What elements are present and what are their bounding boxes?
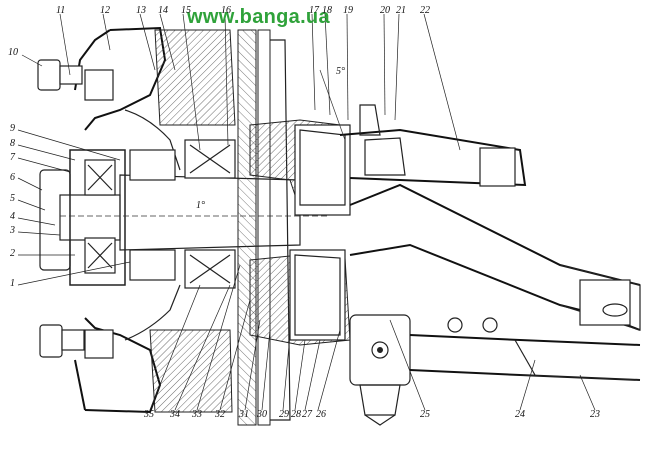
wheel-hub-drum — [74, 26, 236, 414]
callout-7: 7 — [10, 152, 15, 163]
callout-4: 4 — [10, 211, 15, 222]
callout-17: 17 — [309, 5, 319, 16]
callout-23: 23 — [590, 409, 600, 420]
callout-29: 29 — [279, 409, 289, 420]
callout-13: 13 — [136, 5, 146, 16]
callout-32: 32 — [215, 409, 225, 420]
watermark-text: www.banga.ua — [187, 6, 330, 28]
callout-24: 24 — [515, 409, 525, 420]
callout-21: 21 — [396, 5, 406, 16]
tie-rod — [409, 334, 641, 381]
callout-9: 9 — [10, 123, 15, 134]
callout-10: 10 — [8, 47, 18, 58]
callout-20: 20 — [380, 5, 390, 16]
steering-arm — [319, 69, 527, 187]
callout-6: 6 — [10, 172, 15, 183]
callout-8: 8 — [10, 138, 15, 149]
angle-label-hub: 1° — [196, 200, 205, 211]
callout-2: 2 — [10, 248, 15, 259]
brake-shield — [237, 29, 291, 426]
callout-15: 15 — [181, 5, 191, 16]
callout-16: 16 — [221, 5, 231, 16]
callout-35: 35 — [144, 409, 154, 420]
hub-and-axle-shaft — [39, 149, 330, 286]
wheel-studs — [37, 59, 114, 359]
callout-22: 22 — [420, 5, 430, 16]
callout-30: 30 — [257, 409, 267, 420]
callout-14: 14 — [158, 5, 168, 16]
callout-34: 34 — [170, 409, 180, 420]
hub-bearings — [129, 139, 236, 289]
callout-28: 28 — [291, 409, 301, 420]
callout-11: 11 — [56, 5, 66, 16]
angle-label-upper: 5° — [336, 66, 345, 77]
leader-lines — [17, 13, 596, 411]
axle-beam — [349, 183, 641, 331]
callout-31: 31 — [239, 409, 249, 420]
knuckle-housing — [249, 119, 351, 346]
callout-26: 26 — [316, 409, 326, 420]
callout-1: 1 — [10, 278, 15, 289]
callout-19: 19 — [343, 5, 353, 16]
callout-3: 3 — [10, 225, 15, 236]
callout-27: 27 — [302, 409, 312, 420]
callout-5: 5 — [10, 193, 15, 204]
callout-33: 33 — [192, 409, 202, 420]
callout-18: 18 — [322, 5, 332, 16]
callout-12: 12 — [100, 5, 110, 16]
callout-25: 25 — [420, 409, 430, 420]
